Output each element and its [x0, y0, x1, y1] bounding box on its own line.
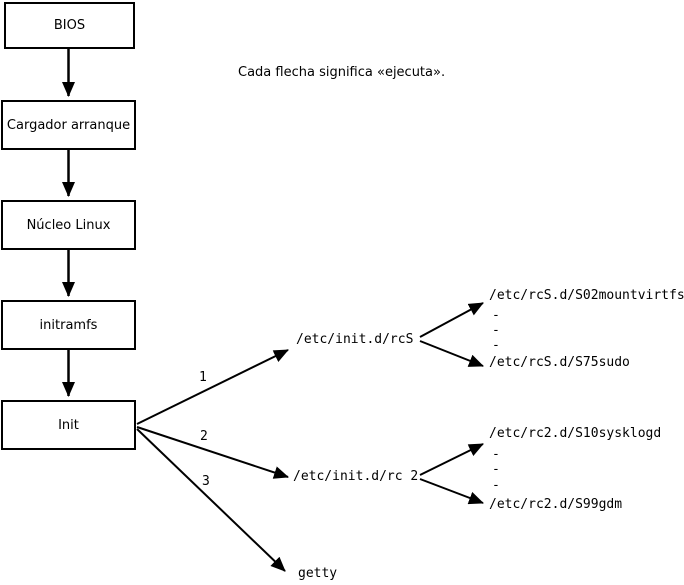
arrow-init-to-rcs [136, 349, 289, 425]
label-init-d-rc2: /etc/init.d/rc 2 [293, 469, 419, 484]
label-rc2-first-script: /etc/rc2.d/S10sysklogd [489, 426, 662, 441]
label-init-d-rcs: /etc/init.d/rcS [296, 332, 414, 347]
arrow-rcs-to-last-script [419, 340, 484, 367]
box-bios: BIOS [4, 2, 135, 49]
label-rcs-last-script: /etc/rcS.d/S75sudo [489, 355, 630, 370]
box-init: Init [1, 400, 136, 450]
rc2-ellipsis-dash: - [492, 462, 500, 477]
box-initramfs-label: initramfs [39, 317, 98, 333]
diagram-caption: Cada flecha significa «ejecuta». [238, 65, 446, 80]
box-initramfs: initramfs [1, 300, 136, 350]
branch-number-2: 2 [200, 429, 208, 444]
box-linux-kernel: Núcleo Linux [1, 200, 136, 250]
label-rc2-last-script: /etc/rc2.d/S99gdm [489, 497, 623, 512]
rcs-ellipsis-dash: - [492, 308, 500, 323]
box-bootloader: Cargador arranque [1, 100, 136, 150]
arrow-init-to-rc2 [136, 426, 289, 479]
rcs-ellipsis-dash: - [492, 323, 500, 338]
arrow-rcs-to-first-script [419, 302, 484, 338]
branch-number-1: 1 [199, 370, 207, 385]
box-bootloader-label: Cargador arranque [6, 117, 131, 133]
box-bios-label: BIOS [53, 18, 86, 33]
rc2-ellipsis-dash: - [492, 447, 500, 462]
label-rcs-first-script: /etc/rcS.d/S02mountvirtfs [489, 288, 684, 303]
box-linux-kernel-label: Núcleo Linux [26, 217, 111, 233]
rc2-ellipsis-dash: - [492, 478, 500, 493]
box-init-label: Init [58, 417, 79, 433]
arrow-rc2-to-first-script [419, 443, 484, 476]
rcs-ellipsis-dash: - [492, 338, 500, 353]
arrow-init-to-getty [136, 428, 286, 572]
label-getty: getty [298, 566, 338, 581]
branch-number-3: 3 [202, 474, 210, 489]
arrow-rc2-to-last-script [419, 478, 484, 505]
